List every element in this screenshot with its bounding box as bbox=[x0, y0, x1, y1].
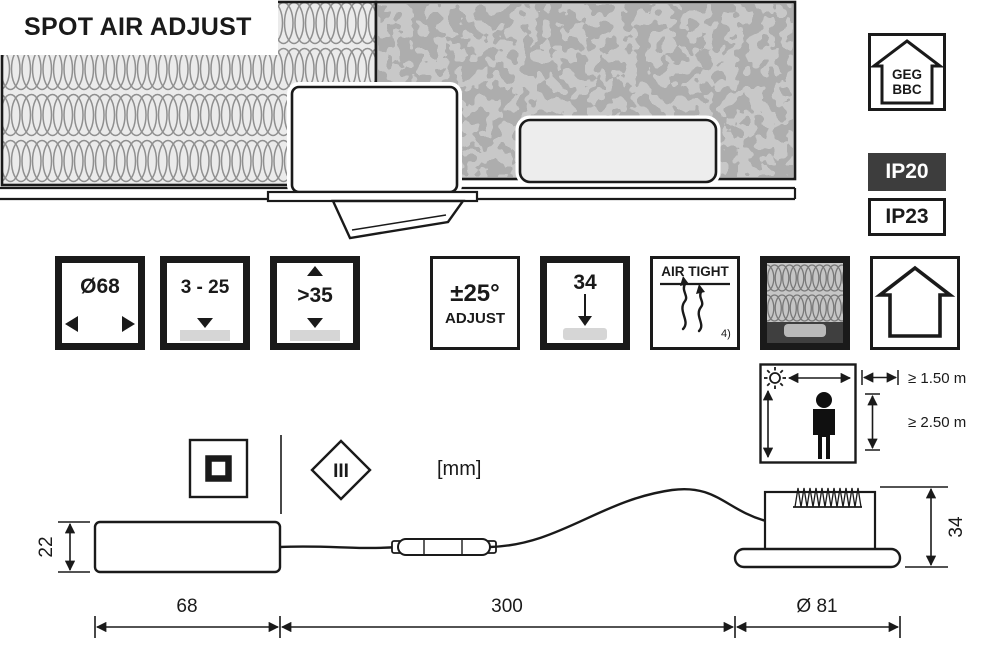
bbc-label: BBC bbox=[892, 82, 921, 97]
min-vertical-label: ≥ 2.50 m bbox=[908, 414, 966, 431]
tilt-adjust-label: ADJUST bbox=[445, 310, 505, 327]
spot-bar bbox=[563, 328, 607, 340]
ip23-badge: IP23 bbox=[868, 198, 946, 236]
air-tight-label: AIR TIGHT bbox=[661, 264, 729, 279]
length-dimensions bbox=[94, 616, 901, 638]
tilt-angle-label: ±25° bbox=[450, 280, 499, 307]
recessed-housing bbox=[287, 82, 462, 197]
spec-insulation-contact bbox=[760, 256, 850, 350]
min-distance-vertical: ≥ 2.50 m bbox=[865, 393, 966, 451]
air-arrowhead-icon bbox=[680, 276, 689, 286]
spec-indoor-use bbox=[870, 256, 960, 350]
driver-height-label: 22 bbox=[36, 536, 57, 557]
junction-box bbox=[515, 115, 721, 187]
protection-class-icon: III bbox=[310, 439, 372, 501]
cable-length-label: 300 bbox=[491, 596, 523, 617]
arrow-down-icon bbox=[307, 318, 323, 328]
spot-height-dimension bbox=[880, 486, 948, 568]
page-title: SPOT AIR ADJUST bbox=[0, 0, 278, 55]
dimension-drawing: III [mm] 22 34 68 300 Ø 81 bbox=[36, 435, 967, 638]
spring-clip bbox=[794, 487, 862, 508]
air-flow-icon bbox=[681, 282, 704, 333]
air-arrowhead-icon bbox=[696, 284, 705, 294]
air-tight-footnote: 4) bbox=[721, 328, 731, 340]
driver-height-dimension bbox=[58, 521, 90, 573]
driver-length-label: 68 bbox=[176, 596, 197, 617]
installation-illustration bbox=[0, 0, 797, 240]
panel-bar bbox=[180, 330, 230, 341]
house-certification-icon: GEG BBC bbox=[871, 39, 943, 105]
spec-air-tight: AIR TIGHT 4) bbox=[650, 256, 740, 350]
recess-height-label: 34 bbox=[573, 271, 597, 294]
unit-label: [mm] bbox=[437, 458, 481, 480]
ip20-label: IP20 bbox=[885, 160, 929, 183]
spot-height-label: 34 bbox=[946, 516, 967, 538]
ip20-badge: IP20 bbox=[868, 153, 946, 191]
clearance-diagram: ≥ 1.50 m ≥ 2.50 m bbox=[759, 363, 966, 464]
insulation-pattern bbox=[767, 263, 843, 322]
spec-tilt-adjust: ±25° ADJUST bbox=[430, 256, 520, 350]
protection-class-label: III bbox=[333, 461, 349, 482]
min-distance-horizontal: ≥ 1.50 m bbox=[861, 370, 966, 387]
spec-recess-height: 34 bbox=[540, 256, 630, 350]
cable-right bbox=[489, 487, 767, 549]
ip23-label: IP23 bbox=[885, 205, 929, 228]
mounting-thickness-label: 3 - 25 bbox=[181, 277, 230, 298]
geg-label: GEG bbox=[892, 67, 922, 82]
spot-shape bbox=[784, 324, 826, 337]
spot-diameter-label: Ø 81 bbox=[796, 596, 837, 617]
arrow-up-icon bbox=[307, 266, 323, 276]
recess-depth-label: >35 bbox=[297, 284, 333, 307]
arrow-right-icon bbox=[122, 316, 135, 332]
min-horizontal-label: ≥ 1.50 m bbox=[908, 370, 966, 387]
driver-outline bbox=[93, 520, 282, 574]
arrow-down-icon bbox=[197, 318, 213, 328]
spot-head-tilted bbox=[331, 199, 466, 240]
spec-mounting-thickness: 3 - 25 bbox=[160, 256, 250, 350]
arrow-down-icon bbox=[578, 316, 592, 326]
recessed-mount-icon bbox=[188, 438, 249, 499]
arrow-left-icon bbox=[65, 316, 78, 332]
panel-bar bbox=[290, 330, 340, 341]
cable-connector bbox=[391, 538, 497, 556]
spot-trim bbox=[266, 190, 479, 203]
spot-flange bbox=[733, 547, 902, 569]
house-icon bbox=[874, 265, 956, 338]
spec-cutout-diameter: Ø68 bbox=[55, 256, 145, 350]
person-icon bbox=[813, 392, 835, 459]
spot-side-view bbox=[733, 487, 902, 569]
cable-left bbox=[279, 545, 399, 550]
cutout-diameter-label: Ø68 bbox=[80, 275, 120, 298]
geg-bbc-badge: GEG BBC bbox=[868, 33, 946, 111]
spec-recess-depth: >35 bbox=[270, 256, 360, 350]
light-source-icon bbox=[764, 367, 786, 389]
